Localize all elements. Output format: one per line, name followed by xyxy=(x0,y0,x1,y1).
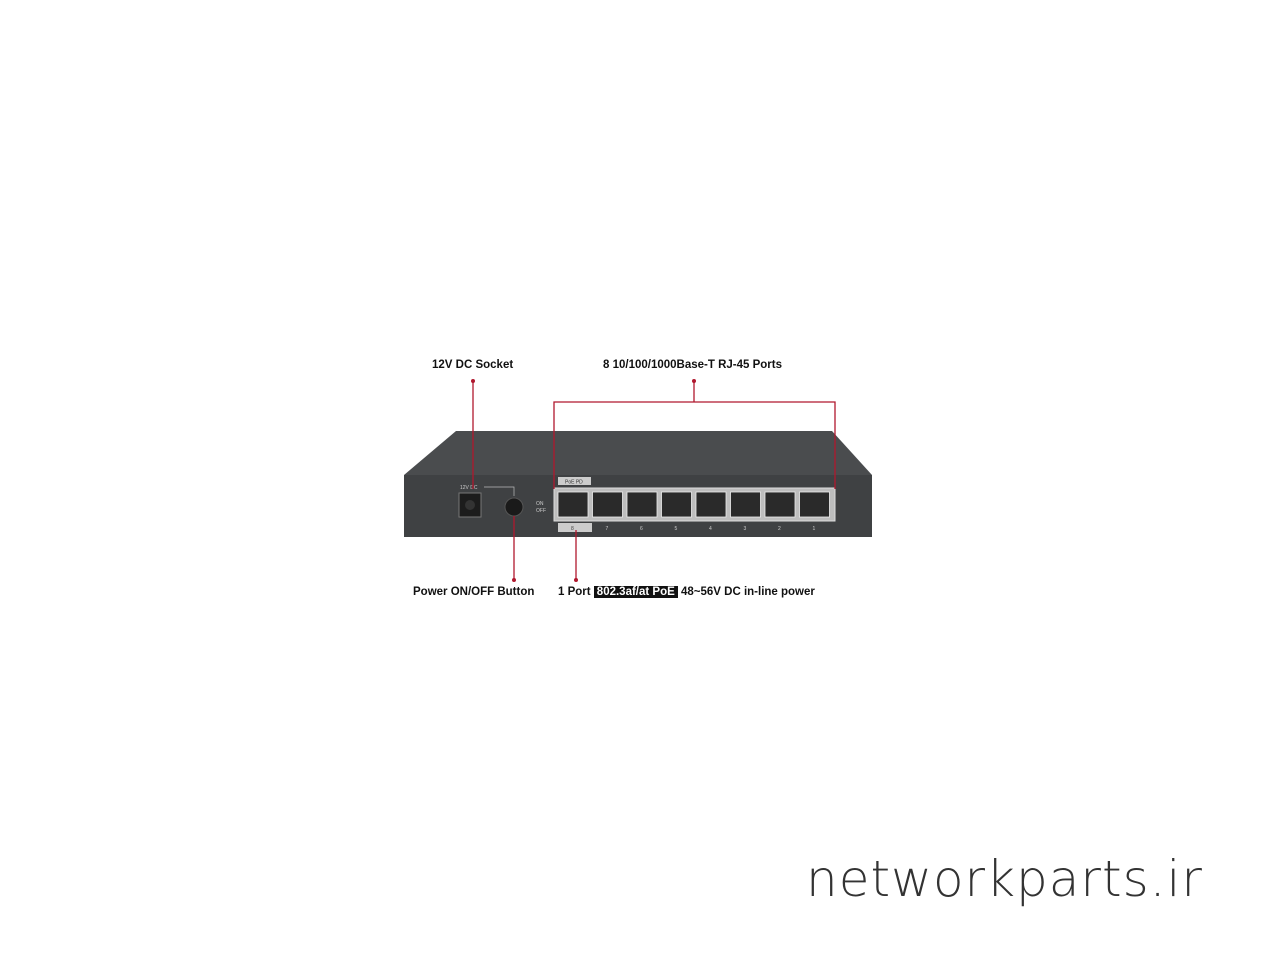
rj45-port-3 xyxy=(730,491,761,518)
power-button-callout: Power ON/OFF Button xyxy=(413,586,535,598)
poe-pd-label: PoE PD xyxy=(565,480,583,486)
switch-top-panel xyxy=(404,431,872,475)
port-number-label: 4 xyxy=(709,526,712,532)
port-number-label: 3 xyxy=(744,526,747,532)
port-number-label: 2 xyxy=(778,526,781,532)
poe-callout: 1 Port 802.3af/at PoE 48~56V DC in-line … xyxy=(558,586,815,598)
dc-socket-pin xyxy=(465,500,475,510)
callout-dot xyxy=(574,578,578,582)
ports-bracket xyxy=(553,401,836,489)
port-number-label: 5 xyxy=(675,526,678,532)
port-number-label: 7 xyxy=(606,526,609,532)
rj45-port-4 xyxy=(695,491,727,518)
dc-label: 12V DC xyxy=(460,485,478,491)
rj45-port-8 xyxy=(557,491,589,518)
port-number-label: 6 xyxy=(640,526,643,532)
power-button xyxy=(504,497,524,517)
dc-socket-callout: 12V DC Socket xyxy=(432,359,514,371)
poe-pd-tag xyxy=(558,477,591,485)
watermark-logo: networkparts.ir xyxy=(806,850,1203,908)
port-8-highlight xyxy=(558,523,592,532)
poe-prefix: 1 Port xyxy=(558,586,591,598)
port-number-label: 1 xyxy=(813,526,816,532)
callout-dot xyxy=(471,379,475,383)
on-label: ON xyxy=(536,501,544,507)
ports-group: 8 7 6 5 4 3 2 1 xyxy=(557,491,830,532)
port-number-label: 8 xyxy=(571,526,574,532)
rj45-port-6 xyxy=(626,491,658,518)
rj45-ports-callout: 8 10/100/1000Base-T RJ-45 Ports xyxy=(603,359,782,371)
poe-suffix: 48~56V DC in-line power xyxy=(680,586,815,598)
poe-highlight: 802.3af/at PoE xyxy=(593,586,678,598)
callout-dot xyxy=(692,379,696,383)
off-label: OFF xyxy=(536,508,546,514)
rj45-port-7 xyxy=(592,491,623,518)
callout-dot xyxy=(512,578,516,582)
rj45-port-5 xyxy=(661,491,692,518)
rj45-port-1 xyxy=(799,491,830,518)
dc-power-trace xyxy=(484,486,515,496)
rj45-port-2 xyxy=(764,491,796,518)
